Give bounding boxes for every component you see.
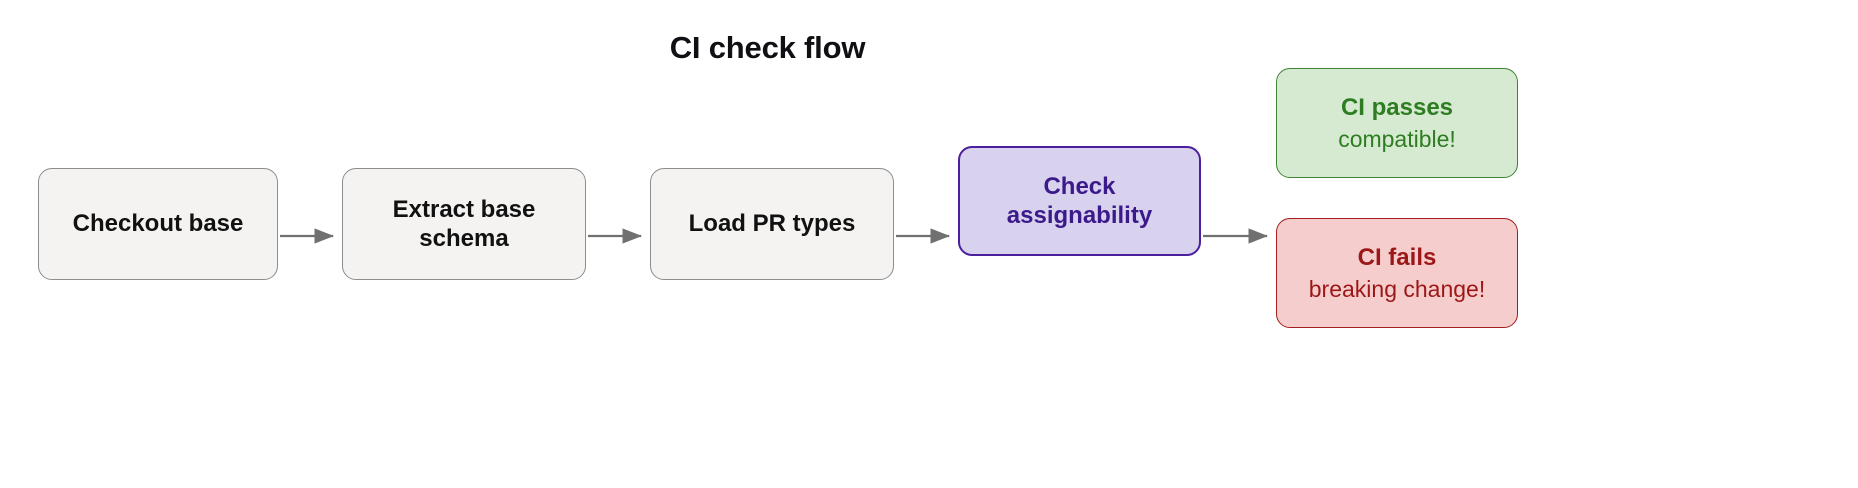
node-extract-base-schema[interactable]: Extract base schema — [342, 168, 586, 280]
node-sublabel: breaking change! — [1308, 276, 1486, 303]
node-label: Checkout base — [72, 210, 244, 238]
node-label: CI passes — [1340, 93, 1454, 121]
node-load-pr-types[interactable]: Load PR types — [650, 168, 894, 280]
node-checkout-base[interactable]: Checkout base — [38, 168, 278, 280]
node-label: Extract base schema — [392, 195, 536, 252]
node-check-assignability[interactable]: Check assignability — [958, 146, 1201, 256]
page-title: CI check flow — [669, 30, 866, 65]
node-ci-fails[interactable]: CI fails breaking change! — [1276, 218, 1518, 328]
node-label: CI fails — [1357, 243, 1437, 271]
node-sublabel: compatible! — [1338, 126, 1456, 153]
node-label: Check assignability — [1006, 172, 1153, 229]
node-label: Load PR types — [688, 210, 856, 238]
node-ci-passes[interactable]: CI passes compatible! — [1276, 68, 1518, 178]
